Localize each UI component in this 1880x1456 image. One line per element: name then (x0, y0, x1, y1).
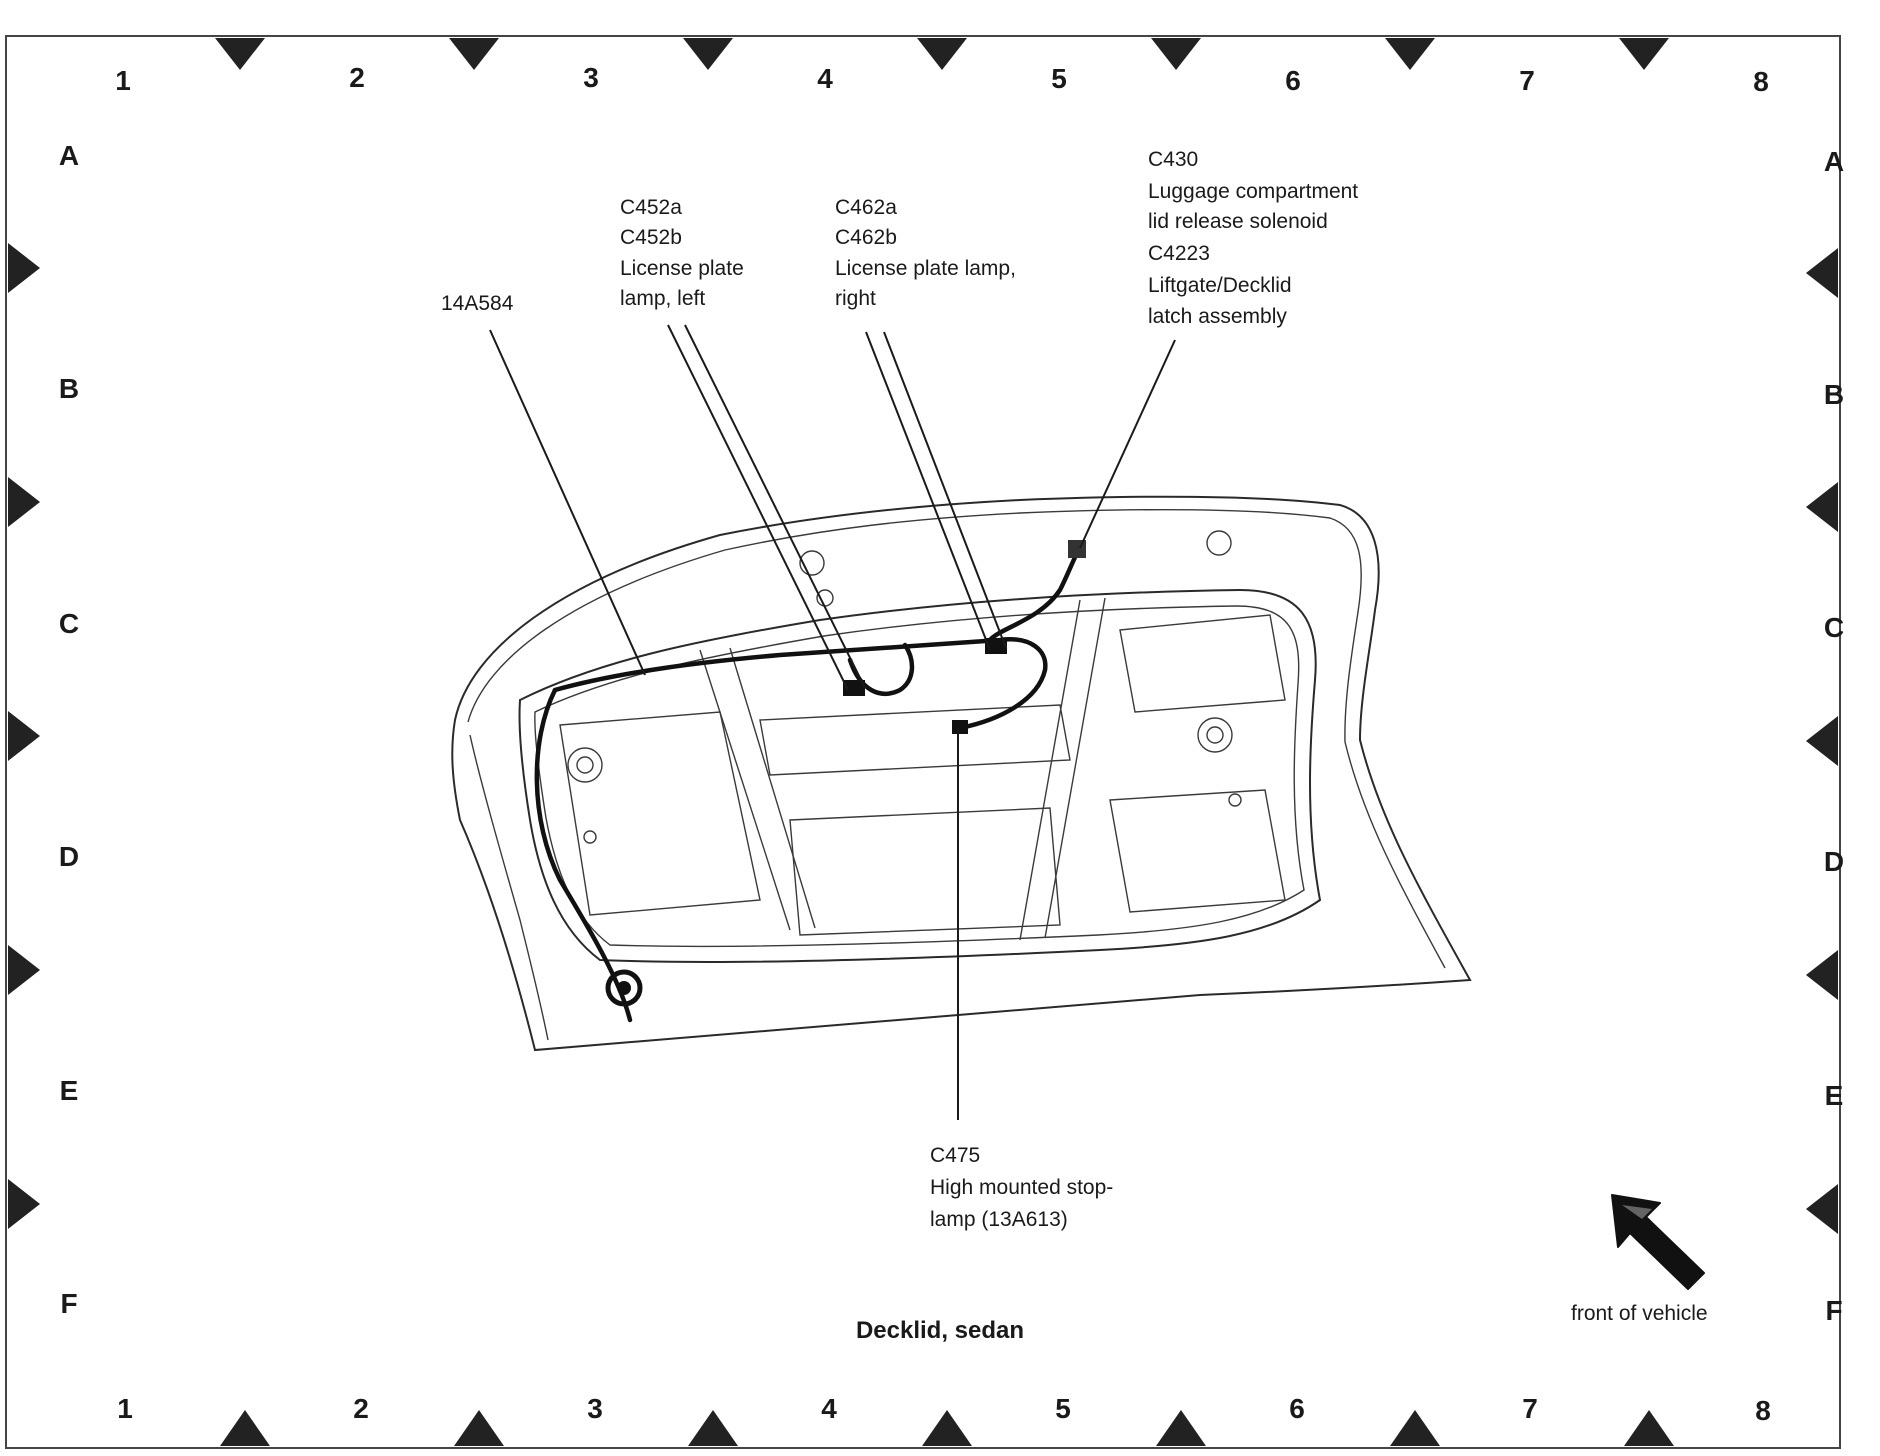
zone-marker-left-4 (8, 945, 40, 995)
zone-marker-right-1 (1806, 248, 1838, 298)
front-arrow-icon (1611, 1194, 1705, 1290)
callout-stoplamp-line-2: High mounted stop- (930, 1176, 1113, 1199)
zone-marker-top-4 (917, 38, 967, 70)
grid-row-right-e: E (1825, 1080, 1844, 1111)
callout-license-lamp-right: C462a C462b License plate lamp, right (835, 196, 1016, 310)
grid-col-bottom-8: 8 (1755, 1395, 1771, 1426)
grid-col-top-5: 5 (1051, 63, 1067, 94)
zone-markers (8, 38, 1838, 1446)
callout-license-lamp-left-line-1: C452a (620, 196, 682, 219)
callout-license-lamp-left: C452a C452b License plate lamp, left (620, 196, 744, 310)
callout-decklid-release-line-2: Luggage compartment (1148, 180, 1358, 203)
grid-col-bottom-4: 4 (821, 1393, 837, 1424)
callout-license-lamp-left-line-4: lamp, left (620, 287, 705, 310)
grid-columns-bottom: 1 2 3 4 5 6 7 8 (117, 1393, 1771, 1426)
zone-marker-right-2 (1806, 482, 1838, 532)
grid-rows-right: A B C D E F (1824, 146, 1844, 1326)
grid-row-left-e: E (60, 1075, 79, 1106)
zone-marker-bottom-4 (922, 1410, 972, 1446)
grid-row-left-c: C (59, 608, 79, 639)
grid-col-bottom-6: 6 (1289, 1393, 1305, 1424)
callout-wire-harness: 14A584 (441, 292, 514, 315)
callout-decklid-release-line-3: lid release solenoid (1148, 210, 1328, 233)
front-of-vehicle-label: front of vehicle (1571, 1302, 1708, 1325)
grid-col-bottom-3: 3 (587, 1393, 603, 1424)
callout-license-lamp-right-line-1: C462a (835, 196, 897, 219)
zone-marker-top-2 (449, 38, 499, 70)
grid-col-bottom-1: 1 (117, 1393, 133, 1424)
zone-marker-left-3 (8, 711, 40, 761)
decklid-illustration (451, 495, 1472, 1052)
callout-license-lamp-left-line-3: License plate (620, 257, 744, 280)
grid-col-top-7: 7 (1519, 65, 1535, 96)
zone-marker-bottom-3 (688, 1410, 738, 1446)
grid-row-left-d: D (59, 841, 79, 872)
grid-col-bottom-7: 7 (1522, 1393, 1538, 1424)
grid-col-bottom-2: 2 (353, 1393, 369, 1424)
callout-stoplamp: C475 High mounted stop- lamp (13A613) (930, 1144, 1113, 1231)
zone-marker-bottom-5 (1156, 1410, 1206, 1446)
callout-decklid-release-line-5: Liftgate/Decklid (1148, 274, 1292, 297)
callout-decklid-release-line-6: latch assembly (1148, 305, 1287, 328)
callout-stoplamp-line-1: C475 (930, 1144, 980, 1167)
callout-stoplamp-line-3: lamp (13A613) (930, 1208, 1068, 1231)
grid-col-top-8: 8 (1753, 66, 1769, 97)
grid-col-top-4: 4 (817, 63, 833, 94)
grid-row-left-a: A (59, 140, 79, 171)
grid-row-right-d: D (1824, 846, 1844, 877)
zone-marker-bottom-6 (1390, 1410, 1440, 1446)
grid-row-right-b: B (1824, 379, 1844, 410)
zone-marker-right-4 (1806, 950, 1838, 1000)
zone-marker-bottom-1 (220, 1410, 270, 1446)
callout-license-lamp-right-line-2: C462b (835, 226, 897, 249)
zone-marker-top-1 (215, 38, 265, 70)
zone-marker-bottom-7 (1624, 1410, 1674, 1446)
grid-columns-top: 1 2 3 4 5 6 7 8 (115, 62, 1769, 97)
grid-row-right-f: F (1825, 1295, 1842, 1326)
zone-marker-top-3 (683, 38, 733, 70)
callout-wire-harness-line-1: 14A584 (441, 292, 514, 315)
callout-decklid-release-line-4: C4223 (1148, 242, 1210, 265)
grid-col-top-1: 1 (115, 65, 131, 96)
zone-marker-left-1 (8, 243, 40, 293)
callout-license-lamp-right-line-3: License plate lamp, (835, 257, 1016, 280)
callout-license-lamp-right-line-4: right (835, 287, 876, 310)
grid-col-top-2: 2 (349, 62, 365, 93)
grid-row-left-b: B (59, 373, 79, 404)
zone-marker-left-5 (8, 1179, 40, 1229)
zone-marker-right-3 (1806, 716, 1838, 766)
diagram-frame (5, 35, 1841, 1449)
zone-marker-left-2 (8, 477, 40, 527)
callout-license-lamp-left-line-2: C452b (620, 226, 682, 249)
zone-marker-bottom-2 (454, 1410, 504, 1446)
zone-marker-top-6 (1385, 38, 1435, 70)
grid-col-top-3: 3 (583, 62, 599, 93)
callout-decklid-release: C430 Luggage compartment lid release sol… (1148, 148, 1358, 328)
grid-rows-left: A B C D E F (59, 140, 79, 1319)
grid-col-top-6: 6 (1285, 65, 1301, 96)
callout-decklid-release-line-1: C430 (1148, 148, 1198, 171)
grid-row-right-a: A (1824, 146, 1844, 177)
grid-row-right-c: C (1824, 612, 1844, 643)
zone-marker-right-5 (1806, 1184, 1838, 1234)
leader-lines (489, 324, 1176, 1120)
zone-marker-top-7 (1619, 38, 1669, 70)
grid-row-left-f: F (60, 1288, 77, 1319)
zone-marker-top-5 (1151, 38, 1201, 70)
diagram-title: Decklid, sedan (856, 1317, 1024, 1344)
grid-col-bottom-5: 5 (1055, 1393, 1071, 1424)
